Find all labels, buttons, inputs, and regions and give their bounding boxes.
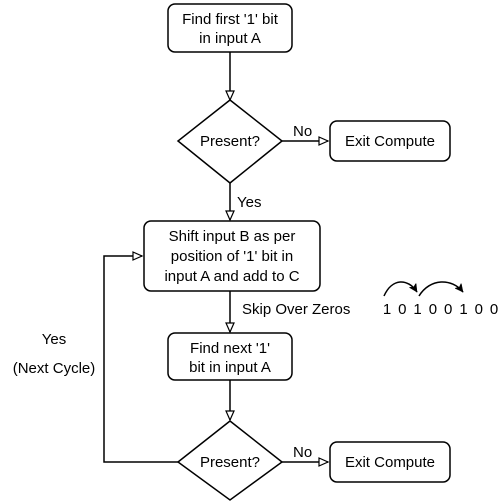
find-first-line-1: Find first '1' bit <box>182 11 279 28</box>
bit-digit: 1 <box>413 301 421 318</box>
present-2-label: Present? <box>200 454 260 471</box>
edge-label-no-1: No <box>293 123 312 140</box>
skip-zeros-label: Skip Over Zeros <box>242 301 350 318</box>
decision-present-2: Present? <box>176 420 284 501</box>
shift-line-1: Shift input B as per <box>169 228 296 245</box>
bit-digit: 0 <box>444 301 452 318</box>
bit-digit: 1 <box>383 301 391 318</box>
skip-arrow-2 <box>418 281 464 297</box>
edge-label-yes-1: Yes <box>237 194 261 211</box>
shift-line-3: input A and add to C <box>164 268 299 285</box>
exit-2-label: Exit Compute <box>345 454 435 471</box>
edges <box>103 52 330 467</box>
find-next-line-2: bit in input A <box>189 359 271 376</box>
find-next-line-1: Find next '1' <box>190 340 270 357</box>
present-1-label: Present? <box>200 133 260 150</box>
edge-loop-back <box>103 251 178 463</box>
skip-arrow-1 <box>383 281 418 297</box>
decision-present-1: Present? <box>176 99 284 184</box>
bit-digit: 0 <box>475 301 483 318</box>
shift-line-2: position of '1' bit in <box>171 248 293 265</box>
find-first-line-2: in input A <box>199 30 261 47</box>
exit-1-label: Exit Compute <box>345 133 435 150</box>
node-find-first: Find first '1' bit in input A <box>167 3 293 53</box>
bit-digit: 0 <box>398 301 406 318</box>
edge-label-no-2: No <box>293 444 312 461</box>
node-exit-2: Exit Compute <box>329 441 451 483</box>
node-exit-1: Exit Compute <box>329 120 451 162</box>
bit-digit: 0 <box>490 301 498 318</box>
bit-digit: 0 <box>429 301 437 318</box>
bit-digit: 1 <box>459 301 467 318</box>
edge-label-loop-yes: Yes <box>42 331 66 348</box>
edge-label-loop-next-cycle: (Next Cycle) <box>13 360 96 377</box>
node-shift: Shift input B as per position of '1' bit… <box>143 220 321 292</box>
node-find-next: Find next '1' bit in input A <box>167 332 293 381</box>
